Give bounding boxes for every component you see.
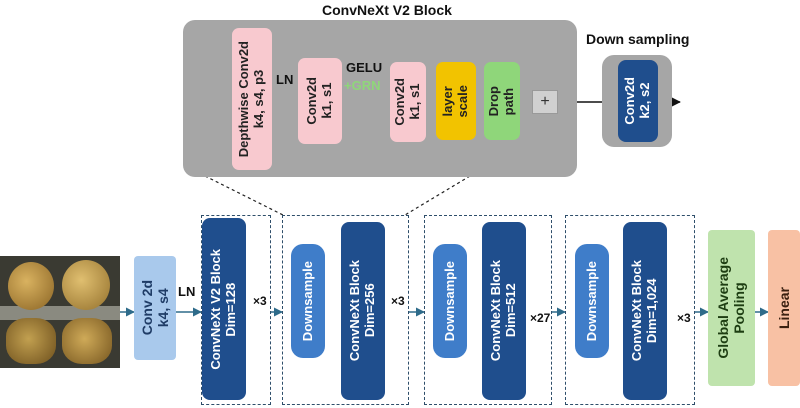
stage-3-frame: [424, 215, 552, 405]
stage-1-repeat: ×3: [253, 294, 267, 308]
image-item: [62, 318, 112, 364]
stage-2-downsample: Downsample: [291, 244, 325, 358]
stage-2-frame: [282, 215, 409, 405]
down-sampling-title: Down sampling: [586, 31, 690, 47]
zoom-line-left: [204, 175, 284, 216]
stage-2-block: ConvNeXt Block Dim=256: [341, 222, 385, 400]
stage-3-downsample: Downsample: [433, 244, 467, 358]
grn-label: +GRN: [344, 78, 381, 93]
block-title: ConvNeXt V2 Block: [322, 2, 452, 18]
stem-conv-box: Conv 2d k4, s4: [134, 256, 176, 360]
zoom-line-right: [404, 175, 471, 216]
stem-ln-label: LN: [178, 284, 196, 299]
depthwise-conv-box: Depthwise Conv2d k4, s4, p3: [232, 28, 272, 170]
add-node: +: [532, 90, 558, 114]
layer-scale-box: layer scale: [436, 62, 476, 140]
stage-2-repeat: ×3: [391, 294, 405, 308]
stage-4-frame: [565, 215, 695, 405]
stage-3-block: ConvNeXt Block Dim=512: [482, 222, 526, 400]
ln-label: LN: [276, 72, 294, 87]
drop-path-box: Drop path: [484, 62, 520, 140]
stage-1-frame: [201, 215, 271, 405]
input-image: [0, 256, 120, 368]
gelu-label: GELU: [346, 60, 383, 75]
stage-4-block: ConvNeXt Block Dim=1,024: [623, 222, 667, 400]
down-sampling-conv-box: Conv2d k2, s2: [618, 60, 658, 142]
linear-box: Linear: [768, 230, 800, 386]
global-average-pooling-box: Global Average Pooling: [708, 230, 755, 386]
conv1-box: Conv2d k1, s1: [298, 58, 342, 144]
image-item: [6, 318, 56, 364]
image-item: [8, 262, 54, 310]
stage-4-repeat: ×3: [677, 311, 691, 325]
conv2-box: Conv2d k1, s1: [390, 62, 426, 142]
stage-3-repeat: ×27: [530, 311, 551, 325]
image-shelf: [0, 306, 120, 320]
stage-4-downsample: Downsample: [575, 244, 609, 358]
image-item: [62, 260, 110, 310]
stage-1-block: ConvNeXt V2 Block Dim=128: [202, 218, 246, 400]
